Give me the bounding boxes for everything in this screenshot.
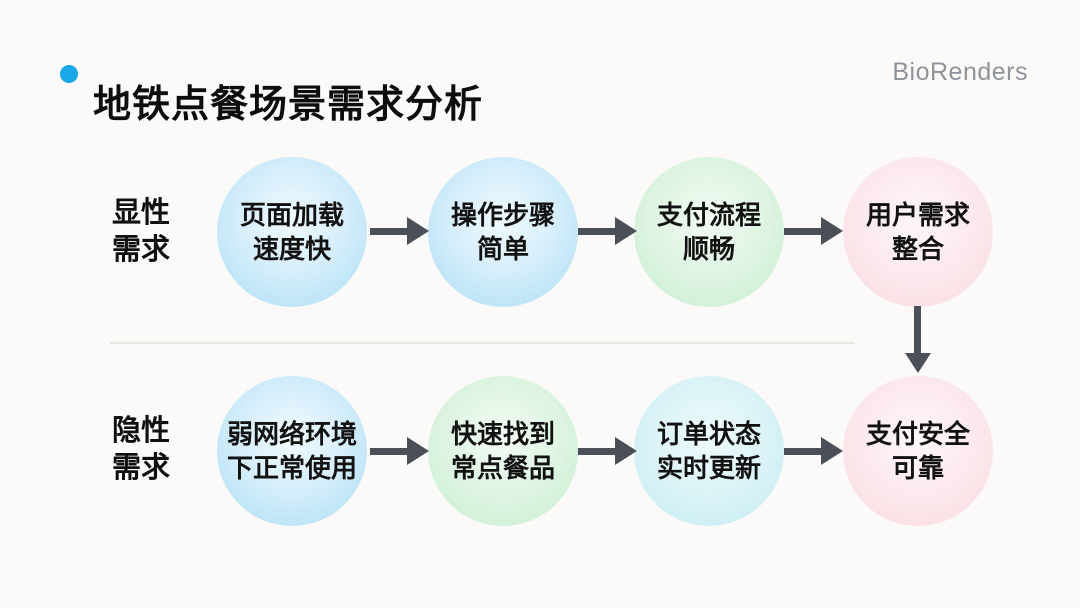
- row-label-line: 需求: [111, 452, 170, 484]
- node-text-line: 支付安全: [865, 419, 970, 449]
- node-text-line: 用户需求: [865, 200, 970, 230]
- node-text-line: 页面加载: [239, 200, 344, 230]
- node-text-line: 支付流程: [656, 200, 761, 230]
- node-text-line: 实时更新: [656, 453, 761, 483]
- node-text-line: 常点餐品: [450, 453, 555, 483]
- node-text-line: 可靠: [891, 453, 944, 483]
- node-text-line: 弱网络环境: [226, 419, 357, 449]
- flow-arrow-right-icon: [578, 437, 637, 465]
- page-title: 地铁点餐场景需求分析: [93, 84, 484, 127]
- flow-arrow-right-icon: [370, 217, 429, 245]
- node-text-line: 订单状态: [656, 419, 761, 449]
- row-label-line: 隐性: [111, 415, 170, 447]
- flow-arrow-right-icon: [784, 217, 843, 245]
- flow-arrow-down-icon: [904, 306, 931, 373]
- flow-arrow-right-icon: [784, 437, 843, 465]
- node-text-line: 快速找到: [450, 419, 555, 449]
- node-text-line: 整合: [891, 234, 944, 264]
- node-text-line: 顺畅: [682, 234, 735, 264]
- flow-node-order-status-realtime: 订单状态 实时更新: [634, 376, 784, 526]
- node-text-line: 速度快: [252, 234, 331, 264]
- flow-node-page-load-speed: 页面加载 速度快: [217, 157, 367, 307]
- row-label-explicit-needs: 显性 需求: [95, 195, 187, 269]
- flow-node-payment-secure: 支付安全 可靠: [843, 376, 993, 526]
- node-text-line: 下正常使用: [226, 453, 357, 483]
- flow-node-smooth-payment: 支付流程 顺畅: [634, 157, 784, 307]
- node-text-line: 操作步骤: [450, 200, 555, 230]
- row-label-line: 需求: [111, 234, 170, 266]
- flow-arrow-right-icon: [578, 217, 637, 245]
- title-bullet-icon: [60, 65, 78, 83]
- brand-logo-text: BioRenders: [892, 58, 1028, 86]
- flow-node-user-needs-integration: 用户需求 整合: [843, 157, 993, 307]
- flow-arrow-right-icon: [370, 437, 429, 465]
- flow-node-simple-steps: 操作步骤 简单: [428, 157, 578, 307]
- row-label-implicit-needs: 隐性 需求: [95, 413, 187, 487]
- row-label-line: 显性: [111, 197, 170, 229]
- node-text-line: 简单: [476, 234, 529, 264]
- row-divider: [110, 342, 855, 344]
- flow-node-weak-network-usable: 弱网络环境 下正常使用: [217, 376, 367, 526]
- flow-node-find-frequent-items: 快速找到 常点餐品: [428, 376, 578, 526]
